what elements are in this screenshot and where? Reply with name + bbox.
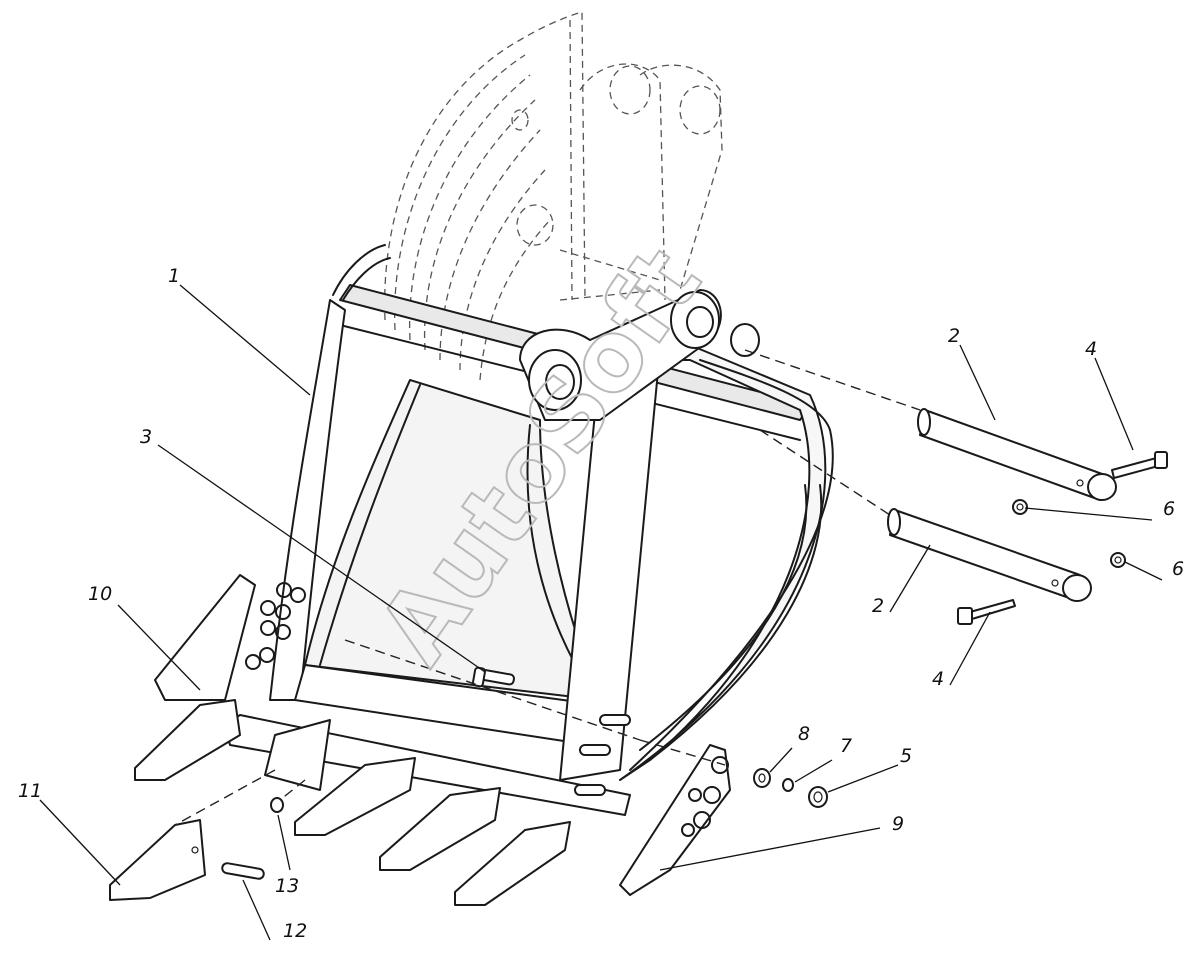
bolt-4-lower <box>957 599 1016 625</box>
callout-4b: 4 <box>932 668 944 690</box>
bucket-body <box>224 244 834 816</box>
assembly-lines <box>174 349 921 826</box>
nut-6-upper <box>1012 499 1028 515</box>
callout-12: 12 <box>283 920 307 942</box>
pin-2-upper <box>917 408 1117 501</box>
side-cutter-left <box>154 574 256 701</box>
callout-11: 11 <box>18 780 42 802</box>
excavator-arm-ghost <box>384 11 723 381</box>
tooth-pin <box>221 862 265 880</box>
callout-labels: 1 2 2 3 4 4 5 6 6 7 8 9 10 11 12 13 <box>18 265 1184 942</box>
callout-8: 8 <box>798 723 810 745</box>
callout-2a: 2 <box>948 325 960 347</box>
loose-tooth <box>109 819 206 901</box>
callout-3: 3 <box>140 426 152 448</box>
callout-6a: 6 <box>1163 498 1175 520</box>
callout-13: 13 <box>275 875 299 897</box>
callout-4a: 4 <box>1085 338 1097 360</box>
nut-6-lower <box>1110 552 1126 568</box>
callout-5: 5 <box>900 745 912 767</box>
nut-5 <box>808 786 828 808</box>
callout-2b: 2 <box>872 595 884 617</box>
leader-lines <box>39 284 1163 941</box>
washer-8 <box>753 768 771 788</box>
washer-7 <box>782 778 794 792</box>
tooth-retainer <box>270 797 284 813</box>
bucket-teeth <box>134 699 571 906</box>
side-cutter-right <box>619 744 731 896</box>
bolt-4-upper <box>1111 451 1168 479</box>
callout-10: 10 <box>88 583 112 605</box>
callout-1: 1 <box>168 265 180 287</box>
callout-9: 9 <box>892 813 904 835</box>
pin-2-lower <box>887 508 1092 602</box>
callout-7: 7 <box>840 735 852 757</box>
callout-6b: 6 <box>1172 558 1184 580</box>
